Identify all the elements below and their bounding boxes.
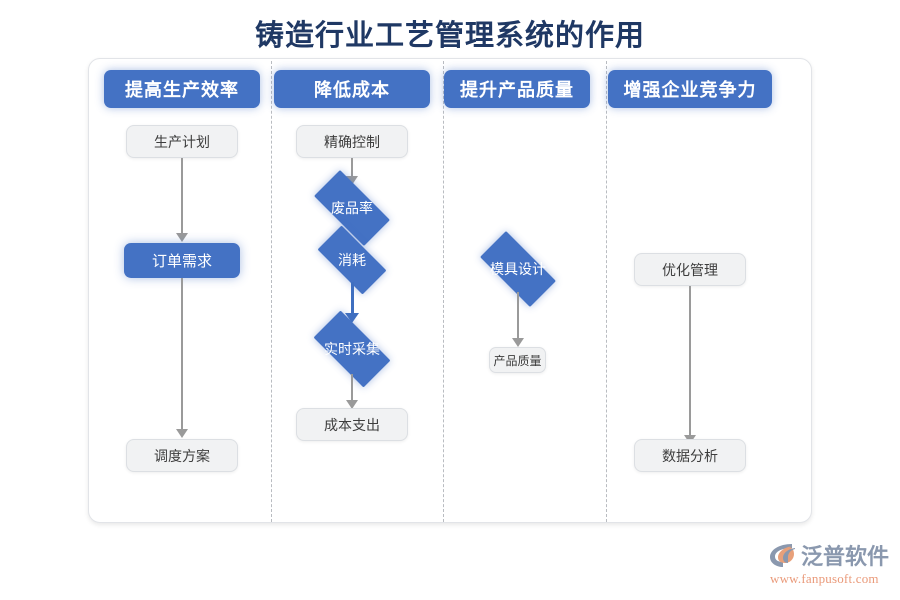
logo-url-text: www.fanpusoft.com xyxy=(770,571,879,586)
connector-management-to-analysis xyxy=(689,286,691,439)
connector-mold-to-quality xyxy=(517,292,519,342)
node-consumption[interactable]: 消耗 xyxy=(307,225,397,295)
node-optimized-management[interactable]: 优化管理 xyxy=(634,253,746,286)
column-divider-3 xyxy=(606,61,607,522)
connector-control-to-scrap xyxy=(351,158,353,180)
connector-collect-to-cost xyxy=(351,374,353,404)
node-data-analysis[interactable]: 数据分析 xyxy=(634,439,746,472)
node-production-plan[interactable]: 生产计划 xyxy=(126,125,238,158)
node-mold-design-label: 模具设计 xyxy=(490,262,546,278)
connector-plan-to-order xyxy=(181,158,183,235)
brand-logo: 泛普软件 www.fanpusoft.com xyxy=(768,540,892,590)
arrowhead-control-to-scrap xyxy=(346,176,358,185)
node-consumption-label: 消耗 xyxy=(338,253,366,269)
node-realtime-collection-label: 实时采集 xyxy=(324,342,380,358)
arrowhead-mold-to-quality xyxy=(512,338,524,347)
node-schedule-plan[interactable]: 调度方案 xyxy=(126,439,238,472)
node-precise-control[interactable]: 精确控制 xyxy=(296,125,408,158)
node-scrap-rate-label: 废品率 xyxy=(331,201,373,217)
node-product-quality[interactable]: 产品质量 xyxy=(489,347,546,373)
column-header-efficiency[interactable]: 提高生产效率 xyxy=(104,70,260,108)
node-cost-expenditure[interactable]: 成本支出 xyxy=(296,408,408,441)
fanpu-logo-mark xyxy=(770,544,795,567)
logo-row: 泛普软件 xyxy=(768,540,892,570)
connector-order-to-schedule xyxy=(181,278,183,433)
column-header-cost[interactable]: 降低成本 xyxy=(274,70,430,108)
column-divider-1 xyxy=(271,61,272,522)
arrowhead-collect-to-cost xyxy=(346,400,358,409)
connector-consumption-to-collect xyxy=(351,282,354,317)
logo-brand-text: 泛普软件 xyxy=(801,545,890,570)
page-title: 铸造行业工艺管理系统的作用 xyxy=(254,20,645,52)
column-header-quality[interactable]: 提升产品质量 xyxy=(444,70,590,108)
arrowhead-consumption-to-collect xyxy=(345,313,359,323)
node-realtime-collection[interactable]: 实时采集 xyxy=(302,310,402,388)
node-mold-design[interactable]: 模具设计 xyxy=(468,231,568,307)
arrowhead-order-to-schedule xyxy=(176,429,188,438)
node-scrap-rate[interactable]: 废品率 xyxy=(302,170,402,246)
arrowhead-plan-to-order xyxy=(176,233,188,242)
column-divider-2 xyxy=(443,61,444,522)
column-header-competitiveness[interactable]: 增强企业竞争力 xyxy=(608,70,772,108)
node-order-demand[interactable]: 订单需求 xyxy=(124,243,240,278)
